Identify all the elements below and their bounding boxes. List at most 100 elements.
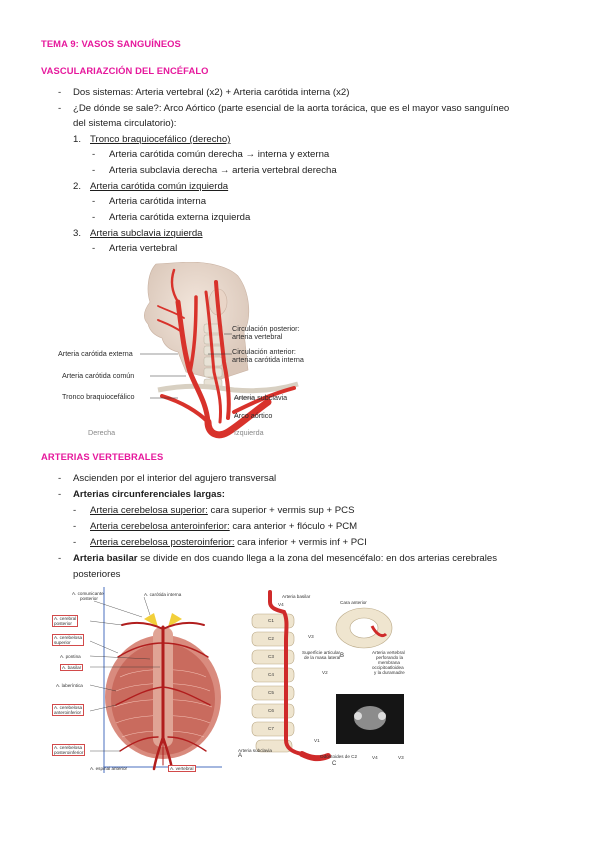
sub-item-term: Arteria cerebelosa posteroinferior: [90, 537, 235, 548]
label-comunicante-posterior: A. comunicante [72, 591, 104, 596]
label-line: anteroinferior [54, 710, 82, 715]
label-vertebral: A. vertebral [168, 765, 196, 772]
bullet-text-circunferenciales: Arterias circunferenciales largas: [73, 489, 225, 500]
bullet-text-arco: ¿De dónde se sale?: Arco Aórtico (parte … [73, 103, 510, 114]
label-tronco-braquiocefalico: Tronco braquiocefálico [62, 392, 135, 401]
sub-item-term: Arteria cerebelosa anteroinferior: [90, 521, 230, 532]
label-panel-a: A [238, 753, 243, 759]
bullet-text-ascienden: Ascienden por el interior del agujero tr… [73, 473, 277, 484]
sub-item-cerebelosa-posteroinferior: Arteria cerebelosa posteroinferior: cara… [90, 535, 367, 551]
bullet-text-basilar-cont: posteriores [73, 569, 121, 580]
figure-neck-arteries: Circulación posterior: arteria vertebral… [58, 262, 328, 440]
label-v3: V3 [308, 634, 314, 639]
label-v2: V2 [322, 670, 328, 675]
sub-item: Arteria carótida común derecha → interna… [109, 149, 330, 160]
label-vertebral-perforando-3: membrana [378, 660, 400, 665]
label-circulacion-posterior-2: arteria vertebral [232, 332, 283, 341]
label-c2: C2 [268, 636, 274, 641]
sub-item-cerebelosa-superior: Arteria cerebelosa superior: cara superi… [90, 503, 355, 519]
bullet-dash: - [58, 489, 62, 500]
list-number: 2. [73, 181, 82, 192]
bullet-desc: se divide en dos cuando llega a la zona … [137, 553, 497, 564]
neck-arteries-illustration [140, 262, 299, 439]
list-item-carotida-comun: Arteria carótida común izquierda [90, 181, 229, 192]
cerebellar-arteries-illustration [89, 587, 222, 773]
label-v3-ct: V3 [398, 755, 404, 760]
label-panel-c: C [332, 761, 337, 767]
label-superficie-articular: Superficie articular [302, 650, 341, 655]
label-c1: C1 [268, 618, 274, 623]
bullet-dos-sistemas: - [58, 85, 61, 101]
sub-dash: - [92, 243, 96, 254]
label-v4-ct: V4 [372, 755, 378, 760]
label-c6: C6 [268, 708, 274, 713]
bullet-dash: - [58, 553, 62, 564]
label-circulacion-anterior-2: arteria carótida interna [232, 355, 304, 364]
label-line: superior [54, 640, 71, 645]
label-cara-anterior: Cara anterior [340, 600, 367, 605]
label-line: posteroinferior [54, 750, 84, 755]
label-v4: V4 [278, 602, 284, 607]
section-heading-vascularizacion: VASCULARIAZCIÓN DEL ENCÉFALO [41, 65, 209, 76]
sub-dash: - [73, 521, 77, 532]
label-line: A. cerebelosa [54, 635, 83, 640]
sub-dash: - [92, 149, 96, 160]
label-arteria-subclavia: Arteria subclavia [238, 748, 272, 753]
label-vertebral-perforando-4: occipitoatloidea [372, 665, 404, 670]
label-vertebral-perforando: Arteria vertebral [372, 650, 405, 655]
label-panel-b: B [340, 653, 345, 659]
sub-item: Arteria vertebral [109, 243, 178, 254]
bullet-term: Arteria basilar [73, 553, 138, 564]
label-odontoides: Odontoides de C2 [320, 754, 358, 759]
sub-dash: - [73, 505, 77, 516]
label-comunicante-posterior-2: posterior [80, 596, 98, 601]
label-line: A. cerebral [54, 616, 77, 621]
label-arteria-basilar: Arteria basilar [282, 594, 311, 599]
sub-item-cerebelosa-anteroinferior: Arteria cerebelosa anteroinferior: cara … [90, 519, 357, 535]
sub-item: Arteria subclavia derecha → arteria vert… [109, 165, 337, 176]
sub-item-desc: cara superior + vermis sup + PCS [207, 505, 355, 516]
label-circulacion-posterior: Circulación posterior: [232, 324, 300, 333]
label-v1: V1 [314, 738, 320, 743]
section-heading-vertebrales: ARTERIAS VERTEBRALES [41, 451, 164, 462]
bullet-dash: - [58, 103, 62, 114]
bullet-text-arco-cont: del sistema circulatorio): [73, 118, 177, 129]
sub-item-desc: cara anterior + flóculo + PCM [229, 521, 358, 532]
label-basilar: A. basilar [60, 664, 84, 671]
list-number: 3. [73, 228, 82, 239]
sub-dash: - [73, 537, 77, 548]
label-vertebral-perforando-2: perforando la [376, 655, 404, 660]
label-c7: C7 [268, 726, 274, 731]
list-item-subclavia: Arteria subclavia izquierda [90, 228, 203, 239]
bullet-text-dos-sistemas: Dos sistemas: Arteria vertebral (x2) + A… [73, 87, 350, 98]
sub-dash: - [92, 196, 96, 207]
list-number: 1. [73, 134, 82, 145]
label-superficie-articular-2: de la masa lateral [304, 655, 341, 660]
label-line: A. cerebelosa [54, 745, 83, 750]
label-circulacion-anterior: Circulación anterior: [232, 347, 296, 356]
sub-dash: - [92, 165, 96, 176]
sub-dash: - [92, 212, 96, 223]
label-arco-aortico: Arco aórtico [234, 411, 273, 420]
label-carotida-interna: A. carótida interna [144, 592, 182, 597]
sub-item: Arteria carótida interna [109, 196, 207, 207]
label-line: A. cerebelosa [54, 705, 83, 710]
list-item-tronco: Tronco braquiocefálico (derecho) [90, 134, 231, 145]
label-derecha: Derecha [88, 428, 116, 437]
label-izquierda: Izquierda [234, 428, 264, 437]
label-line: posterior [54, 621, 72, 626]
figure-cerebellar-arteries: A. comunicante posterior A. carótida int… [50, 587, 225, 773]
label-c5: C5 [268, 690, 274, 695]
label-carotida-comun: Arteria carótida común [62, 371, 135, 380]
figure-vertebral-course: Arteria basilar V4 C1 C2 C3 C4 C5 C6 C7 … [232, 590, 412, 770]
label-c4: C4 [268, 672, 274, 677]
label-arteria-subclavia: Arteria subclavia [234, 393, 288, 402]
label-espinal-anterior: A. espinal anterior [90, 766, 128, 771]
label-pontina: A. pontina [60, 654, 81, 659]
label-laberintica: A. laberíntica [56, 683, 83, 688]
label-carotida-externa: Arteria carótida externa [58, 349, 133, 358]
vertebral-course-illustration [251, 590, 404, 762]
